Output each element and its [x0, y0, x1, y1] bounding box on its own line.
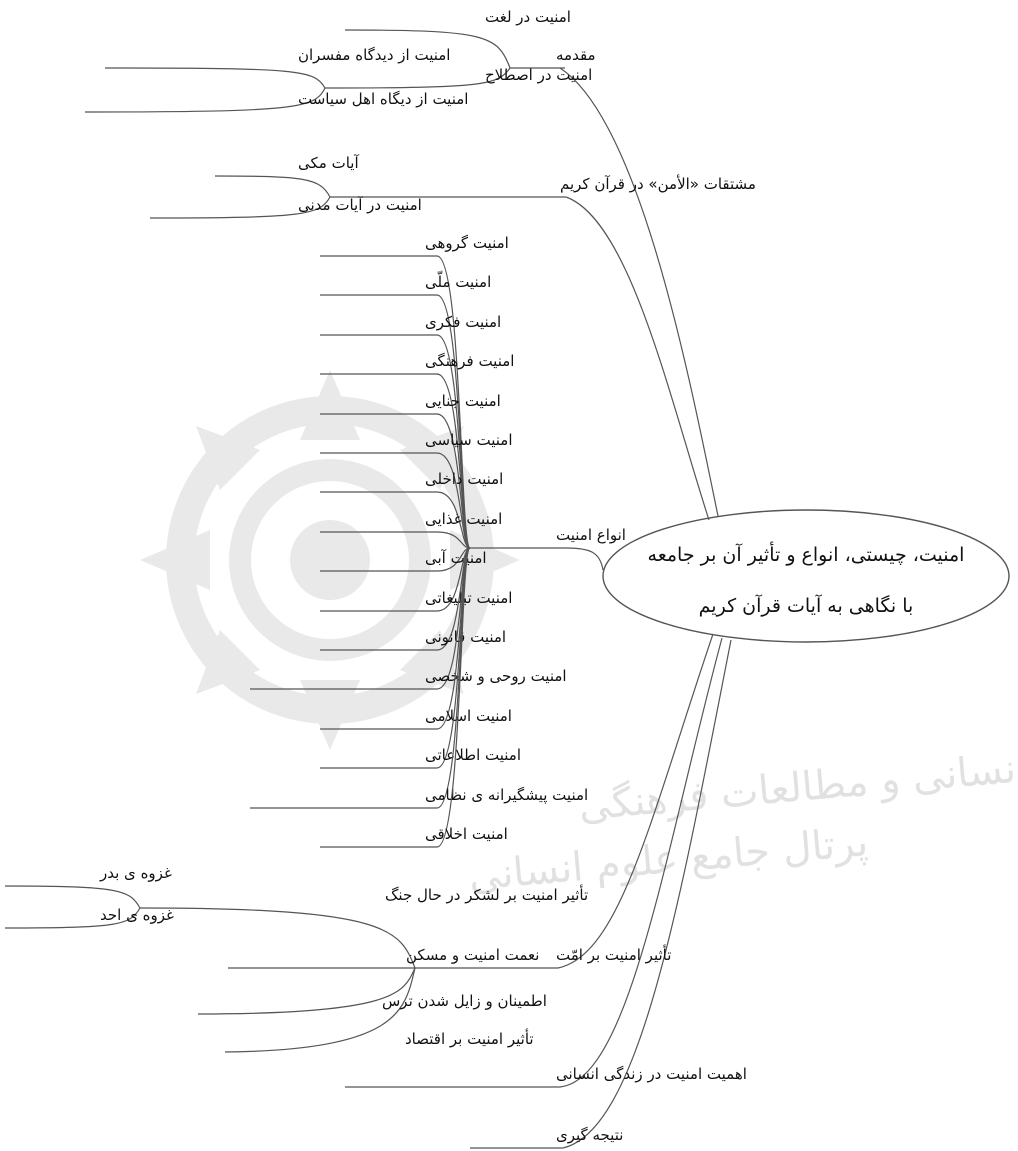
root-title-line-1: امنیت، چیستی، انواع و تأثیر آن بر جامعه [648, 541, 965, 566]
root-title-line-2: با نگاهی به آیات قرآن کریم [699, 593, 914, 617]
effect-label: تأثیر امنیت بر امّت [556, 944, 671, 964]
types-item: امنیت فرهنگی [425, 352, 514, 370]
effect-army: تأثیر امنیت بر لشکر در حال جنگ [385, 884, 588, 904]
terminology-politicians: امنیت از دیگاه اهل سیاست [298, 90, 468, 108]
conclusion-label: نتیجه گیری [556, 1126, 623, 1144]
derivatives-label: مشتقات «الأمن» در قرآن کریم [560, 174, 756, 193]
terminology-commentators: امنیت از دیدگاه مفسران [298, 46, 450, 64]
types-connector [320, 547, 471, 848]
types-connector [320, 413, 471, 549]
types-item: امنیت غذایی [425, 510, 502, 528]
types-label: انواع امنیت [556, 526, 626, 544]
types-item: امنیت اخلاقی [425, 825, 508, 843]
intro-child-terminology: امنیت در اصطلاح [485, 66, 592, 84]
types-item: امنیت فکری [425, 313, 501, 331]
intro-label: مقدمه [556, 46, 596, 64]
types-item: امنیت قانونی [425, 628, 506, 646]
types-item: امنیت گروهی [425, 234, 509, 252]
types-item: امنیت اسلامی [425, 707, 512, 725]
types-item: امنیت اطلاعاتی [425, 746, 521, 764]
intro-child-lexical: امنیت در لغت [485, 8, 571, 26]
effect-blessing: نعمت امنیت و مسکن [406, 946, 539, 964]
branch-conclusion[interactable]: نتیجه گیری [470, 1126, 623, 1149]
root-connectors [557, 67, 732, 1149]
branch-importance[interactable]: اهمیت امنیت در زندگی انسانی [345, 1065, 747, 1088]
branch-derivatives[interactable]: مشتقات «الأمن» در قرآن کریم آیات مکی امن… [149, 154, 756, 219]
types-item: امنیت داخلی [425, 470, 503, 488]
watermark-line-1: پژوهشگاه علوم انسانی و مطالعات فرهنگی [577, 721, 1018, 830]
types-connector [320, 491, 471, 549]
effect-reassurance: اطمینان و زایل شدن ترس [382, 992, 547, 1010]
importance-label: اهمیت امنیت در زندگی انسانی [556, 1065, 747, 1083]
types-item: امنیت سیاسی [425, 431, 513, 449]
battle-badr: غزوه ی بدر [99, 864, 172, 882]
branch-effect[interactable]: تأثیر امنیت بر امّت تأثیر امنیت بر لشکر … [4, 864, 671, 1053]
root-ellipse [602, 509, 1010, 643]
types-item: امنیت ملّی [425, 271, 491, 291]
types-item: امنیت پیشگیرانه ی نظامی [425, 786, 588, 805]
types-item: امنیت جنایی [425, 392, 501, 410]
types-connector [320, 452, 471, 549]
effect-economy: تأثیر امنیت بر اقتصاد [405, 1028, 534, 1048]
types-item: امنیت آبی [425, 549, 487, 567]
branch-types[interactable]: انواع امنیت امنیت گروهی امنیت ملّی امنیت ف… [250, 234, 626, 848]
types-item: امنیت روحی و شخصی [425, 667, 567, 685]
derivatives-medinan: امنیت در آیات مدنی [298, 196, 422, 214]
derivatives-meccan: آیات مکی [298, 154, 359, 172]
battle-uhud: غزوه ی احد [100, 906, 174, 924]
types-connector [320, 547, 471, 572]
types-item: امنیت تبلیغاتی [425, 589, 512, 607]
types-connector [320, 531, 471, 549]
types-items: امنیت گروهی امنیت ملّی امنیت فکری امنیت فره… [250, 234, 588, 848]
root-node[interactable]: امنیت، چیستی، انواع و تأثیر آن بر جامعه … [602, 509, 1010, 643]
branch-intro[interactable]: مقدمه امنیت در لغت امنیت در اصطلاح امنیت… [84, 8, 596, 113]
